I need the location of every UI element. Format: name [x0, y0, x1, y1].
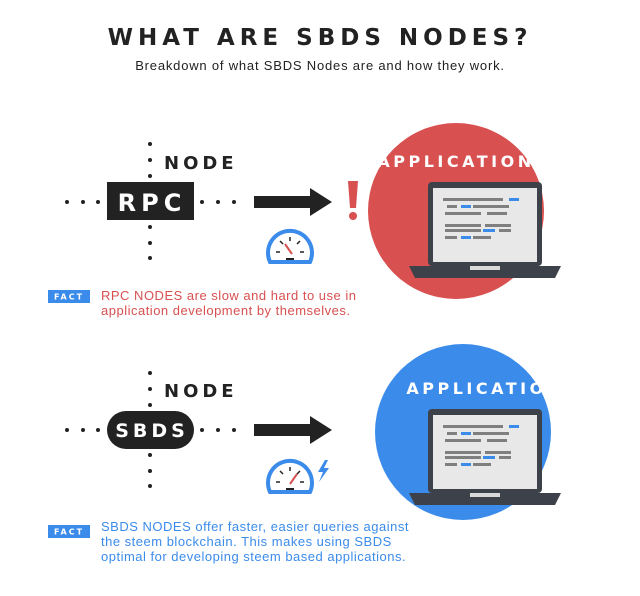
application-label: APPLICATION [406, 379, 563, 398]
fact-text-line: optimal for developing steem based appli… [101, 549, 406, 564]
fact-badge [48, 525, 90, 538]
sbds-node-label: SBDS [115, 420, 189, 442]
fast-speedometer-icon [266, 458, 314, 494]
fact-badge [48, 290, 90, 303]
page-subtitle: Breakdown of what SBDS Nodes are and how… [135, 58, 505, 73]
fact-badge-label: FACT [54, 528, 84, 537]
arrow-icon [254, 188, 332, 216]
exclamation-icon [348, 181, 358, 220]
node-label: NODE [164, 153, 238, 174]
fact-text-line: SBDS NODES offer faster, easier queries … [101, 519, 409, 534]
arrow-icon [254, 416, 332, 444]
fact-badge-label: FACT [54, 293, 84, 302]
rpc-node-box [107, 182, 194, 220]
rpc-node-label: RPC [118, 189, 187, 217]
node-label: NODE [164, 381, 238, 402]
laptop-icon [409, 182, 561, 278]
lightning-icon [318, 460, 329, 482]
fact-text-line: application development by themselves. [101, 303, 351, 318]
laptop-icon [409, 409, 561, 505]
rpc-section: NODE RPC APPLICATION FACT RPC NODES are … [48, 123, 561, 318]
slow-speedometer-icon [266, 228, 314, 264]
dotted-crosshair [65, 371, 236, 488]
page-title: WHAT ARE SBDS NODES? [108, 25, 533, 51]
fact-text-line: the steem blockchain. This makes using S… [101, 534, 392, 549]
dotted-crosshair [65, 142, 236, 260]
application-label: APPLICATION [377, 152, 534, 171]
fact-text-line: RPC NODES are slow and hard to use in [101, 288, 357, 303]
sbds-node-box [107, 411, 194, 449]
sbds-section: NODE SBDS APPLICATION FACT SBDS NODES of… [48, 344, 563, 564]
